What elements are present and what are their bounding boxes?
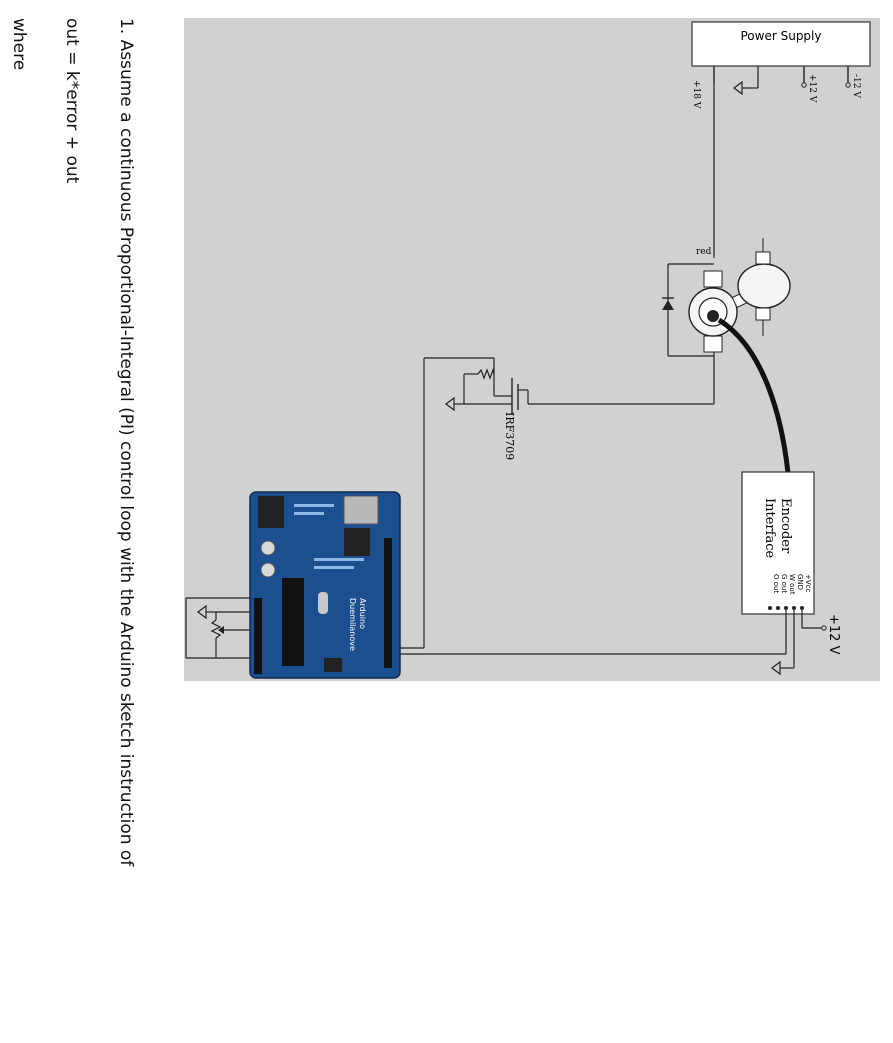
- terminal-18v: +18 V: [691, 80, 701, 109]
- flyback-diode: [662, 263, 714, 357]
- pin-wout: W out: [788, 574, 796, 595]
- equation-text: out = k*error + out: [62, 18, 82, 184]
- pin-gnd: GND: [796, 574, 804, 590]
- power-supply-title: Power Supply: [741, 29, 822, 43]
- pin-oout: O out: [772, 574, 780, 593]
- pin-gout: G out: [780, 574, 788, 593]
- arduino-brand: Arduino: [358, 598, 367, 629]
- instruction-text: 1. Assume a continuous Proportional-Inte…: [116, 18, 136, 867]
- encoder-title-2: Interface: [762, 498, 777, 558]
- red-wire-label: red: [696, 247, 712, 257]
- potentiometer: [185, 597, 250, 659]
- encoder-supply-label: +12 V: [826, 614, 841, 655]
- power-supply: Power Supply +18 V +12 V -12 V: [691, 21, 871, 109]
- where-text: where: [9, 18, 29, 71]
- encoder-title-1: Encoder: [778, 498, 793, 554]
- pin-vcc: +Vcc: [804, 574, 812, 593]
- mosfet-irf3709: IRF3709: [445, 367, 529, 460]
- arduino-model: Duemilanove: [348, 598, 357, 651]
- terminal-12v: +12 V: [807, 74, 817, 103]
- encoder-interface: Encoder Interface +Vcc GND W out G out O…: [398, 471, 841, 676]
- mosfet-label: IRF3709: [503, 412, 516, 460]
- circuit-schematic: Power Supply +18 V +12 V -12 V red: [184, 18, 880, 681]
- arduino-board: Arduino Duemilanove: [249, 491, 401, 679]
- encoder-cable: [717, 317, 791, 474]
- terminal-minus12v: -12 V: [851, 74, 861, 98]
